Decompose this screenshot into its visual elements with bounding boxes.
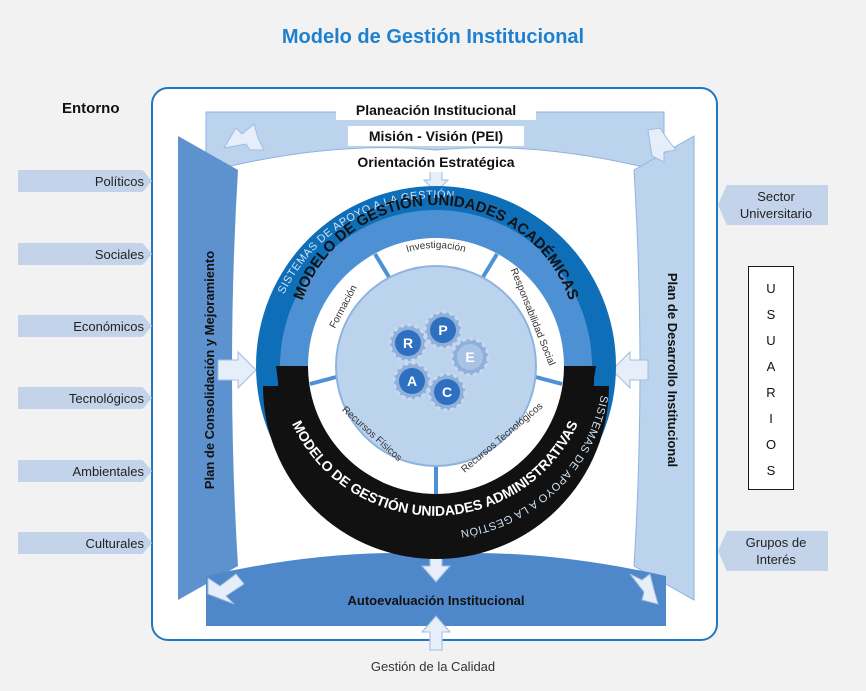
- left-band-label: Plan de Consolidación y Mejoramiento: [202, 251, 217, 489]
- usuarios-letter: A: [766, 359, 776, 374]
- usuarios-box: U S U A R I O S: [748, 266, 794, 490]
- gear-a: [392, 361, 432, 401]
- gear-e-label: E: [465, 349, 474, 365]
- usuarios-letter: S: [766, 307, 776, 322]
- gear-c: [427, 372, 467, 412]
- admin-ring-stroke: [263, 385, 609, 559]
- right-band-label: Plan de Desarrollo Institucional: [665, 273, 680, 467]
- gear-r: [388, 323, 428, 363]
- bottom-band-label: Autoevaluación Institucional: [348, 593, 525, 608]
- gear-c-label: C: [442, 384, 452, 400]
- sector-universitario-box: Sector Universitario: [718, 185, 828, 225]
- separator-4: [531, 374, 563, 386]
- quality-label: Gestión de la Calidad: [370, 659, 496, 674]
- gear-p: [423, 310, 463, 350]
- factor-tecnologicos: Tecnológicos: [18, 387, 152, 409]
- gear-r-label: R: [403, 335, 413, 351]
- bottom-band: [206, 552, 666, 626]
- planeacion-box: Planeación Institucional: [336, 100, 536, 120]
- core-circle: [335, 265, 537, 467]
- usuarios-letter: S: [766, 463, 776, 478]
- usuarios-letter: U: [766, 281, 776, 296]
- usuarios-letter: R: [766, 385, 776, 400]
- corner-arrow-br: [629, 573, 659, 605]
- corner-arrow-tl: [223, 123, 265, 151]
- left-band: [178, 136, 238, 600]
- usuarios-letter: U: [766, 333, 776, 348]
- arrow-quality-in: [420, 615, 452, 651]
- usuarios-letter: O: [765, 437, 777, 452]
- factor-culturales: Culturales: [18, 532, 152, 554]
- arrow-right-in: [611, 350, 649, 390]
- factor-politicos: Políticos: [18, 170, 152, 192]
- corner-arrow-tr: [647, 127, 677, 163]
- mision-box: Misión - Visión (PEI): [348, 126, 524, 146]
- usuarios-letter: I: [769, 411, 773, 426]
- entorno-label: Entorno: [62, 100, 120, 117]
- factor-sociales: Sociales: [18, 243, 152, 265]
- arrow-left-in: [217, 350, 257, 390]
- segment-investigacion: Investigación: [405, 240, 467, 255]
- orientacion-box: Orientación Estratégica: [338, 152, 534, 172]
- separator-3: [309, 374, 341, 386]
- gear-a-label: A: [407, 373, 417, 389]
- corner-arrow-bl: [207, 573, 245, 605]
- factor-ambientales: Ambientales: [18, 460, 152, 482]
- grupos-interes-box: Grupos de Interés: [718, 531, 828, 571]
- gear-e: [450, 337, 490, 377]
- page-title: Modelo de Gestión Institucional: [281, 26, 585, 48]
- gear-p-label: P: [438, 322, 447, 338]
- factor-economicos: Económicos: [18, 315, 152, 337]
